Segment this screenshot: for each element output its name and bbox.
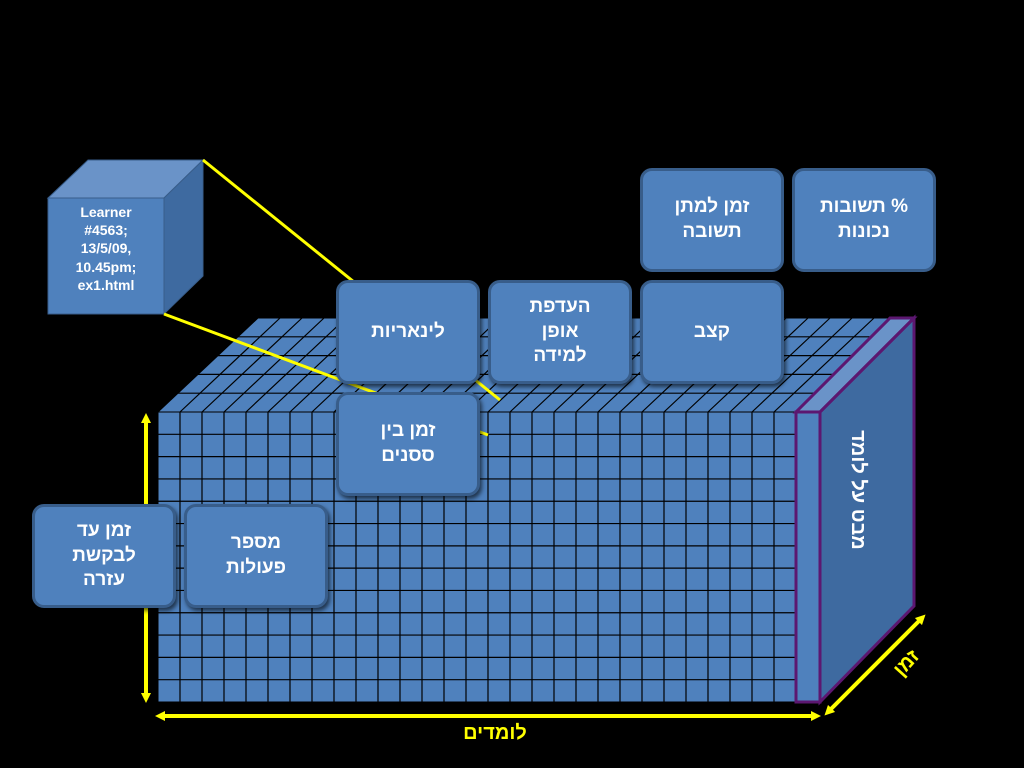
grid-line — [773, 317, 875, 413]
box-response-time: זמן למתן תשובה — [640, 168, 784, 272]
grid-line — [245, 317, 347, 413]
learners-axis-label: לומדים — [463, 722, 527, 744]
time-axis-arrow — [824, 614, 926, 716]
grid-line — [223, 317, 325, 413]
data-cube — [156, 314, 918, 706]
learner-record-label: Learner #4563; 13/5/09, 10.45pm; ex1.htm… — [75, 204, 137, 293]
box-correct-answers: % תשובות נכונות — [792, 168, 936, 272]
slab-front-face — [794, 410, 822, 704]
cube-front-grid — [158, 412, 796, 702]
cube-side-face — [820, 318, 914, 702]
slab-side-outline — [818, 314, 916, 706]
box-linearity: לינאריות — [336, 280, 480, 384]
box-actions-count: מספר פעולות — [184, 504, 328, 608]
box-time-between-sessions: זמן בין ססנים — [336, 392, 480, 496]
grid-line — [201, 317, 303, 413]
learner-cube — [46, 158, 205, 316]
grid-line — [751, 317, 853, 413]
box-learning-preference: העדפת אופן למידה — [488, 280, 632, 384]
box-rate: קצב — [640, 280, 784, 384]
learner-cube-front — [47, 197, 165, 315]
box-time-to-help: זמן עד לבקשת עזרה — [32, 504, 176, 608]
cube-side-label: מבט על לומד — [847, 430, 869, 550]
grid-line — [179, 317, 281, 413]
